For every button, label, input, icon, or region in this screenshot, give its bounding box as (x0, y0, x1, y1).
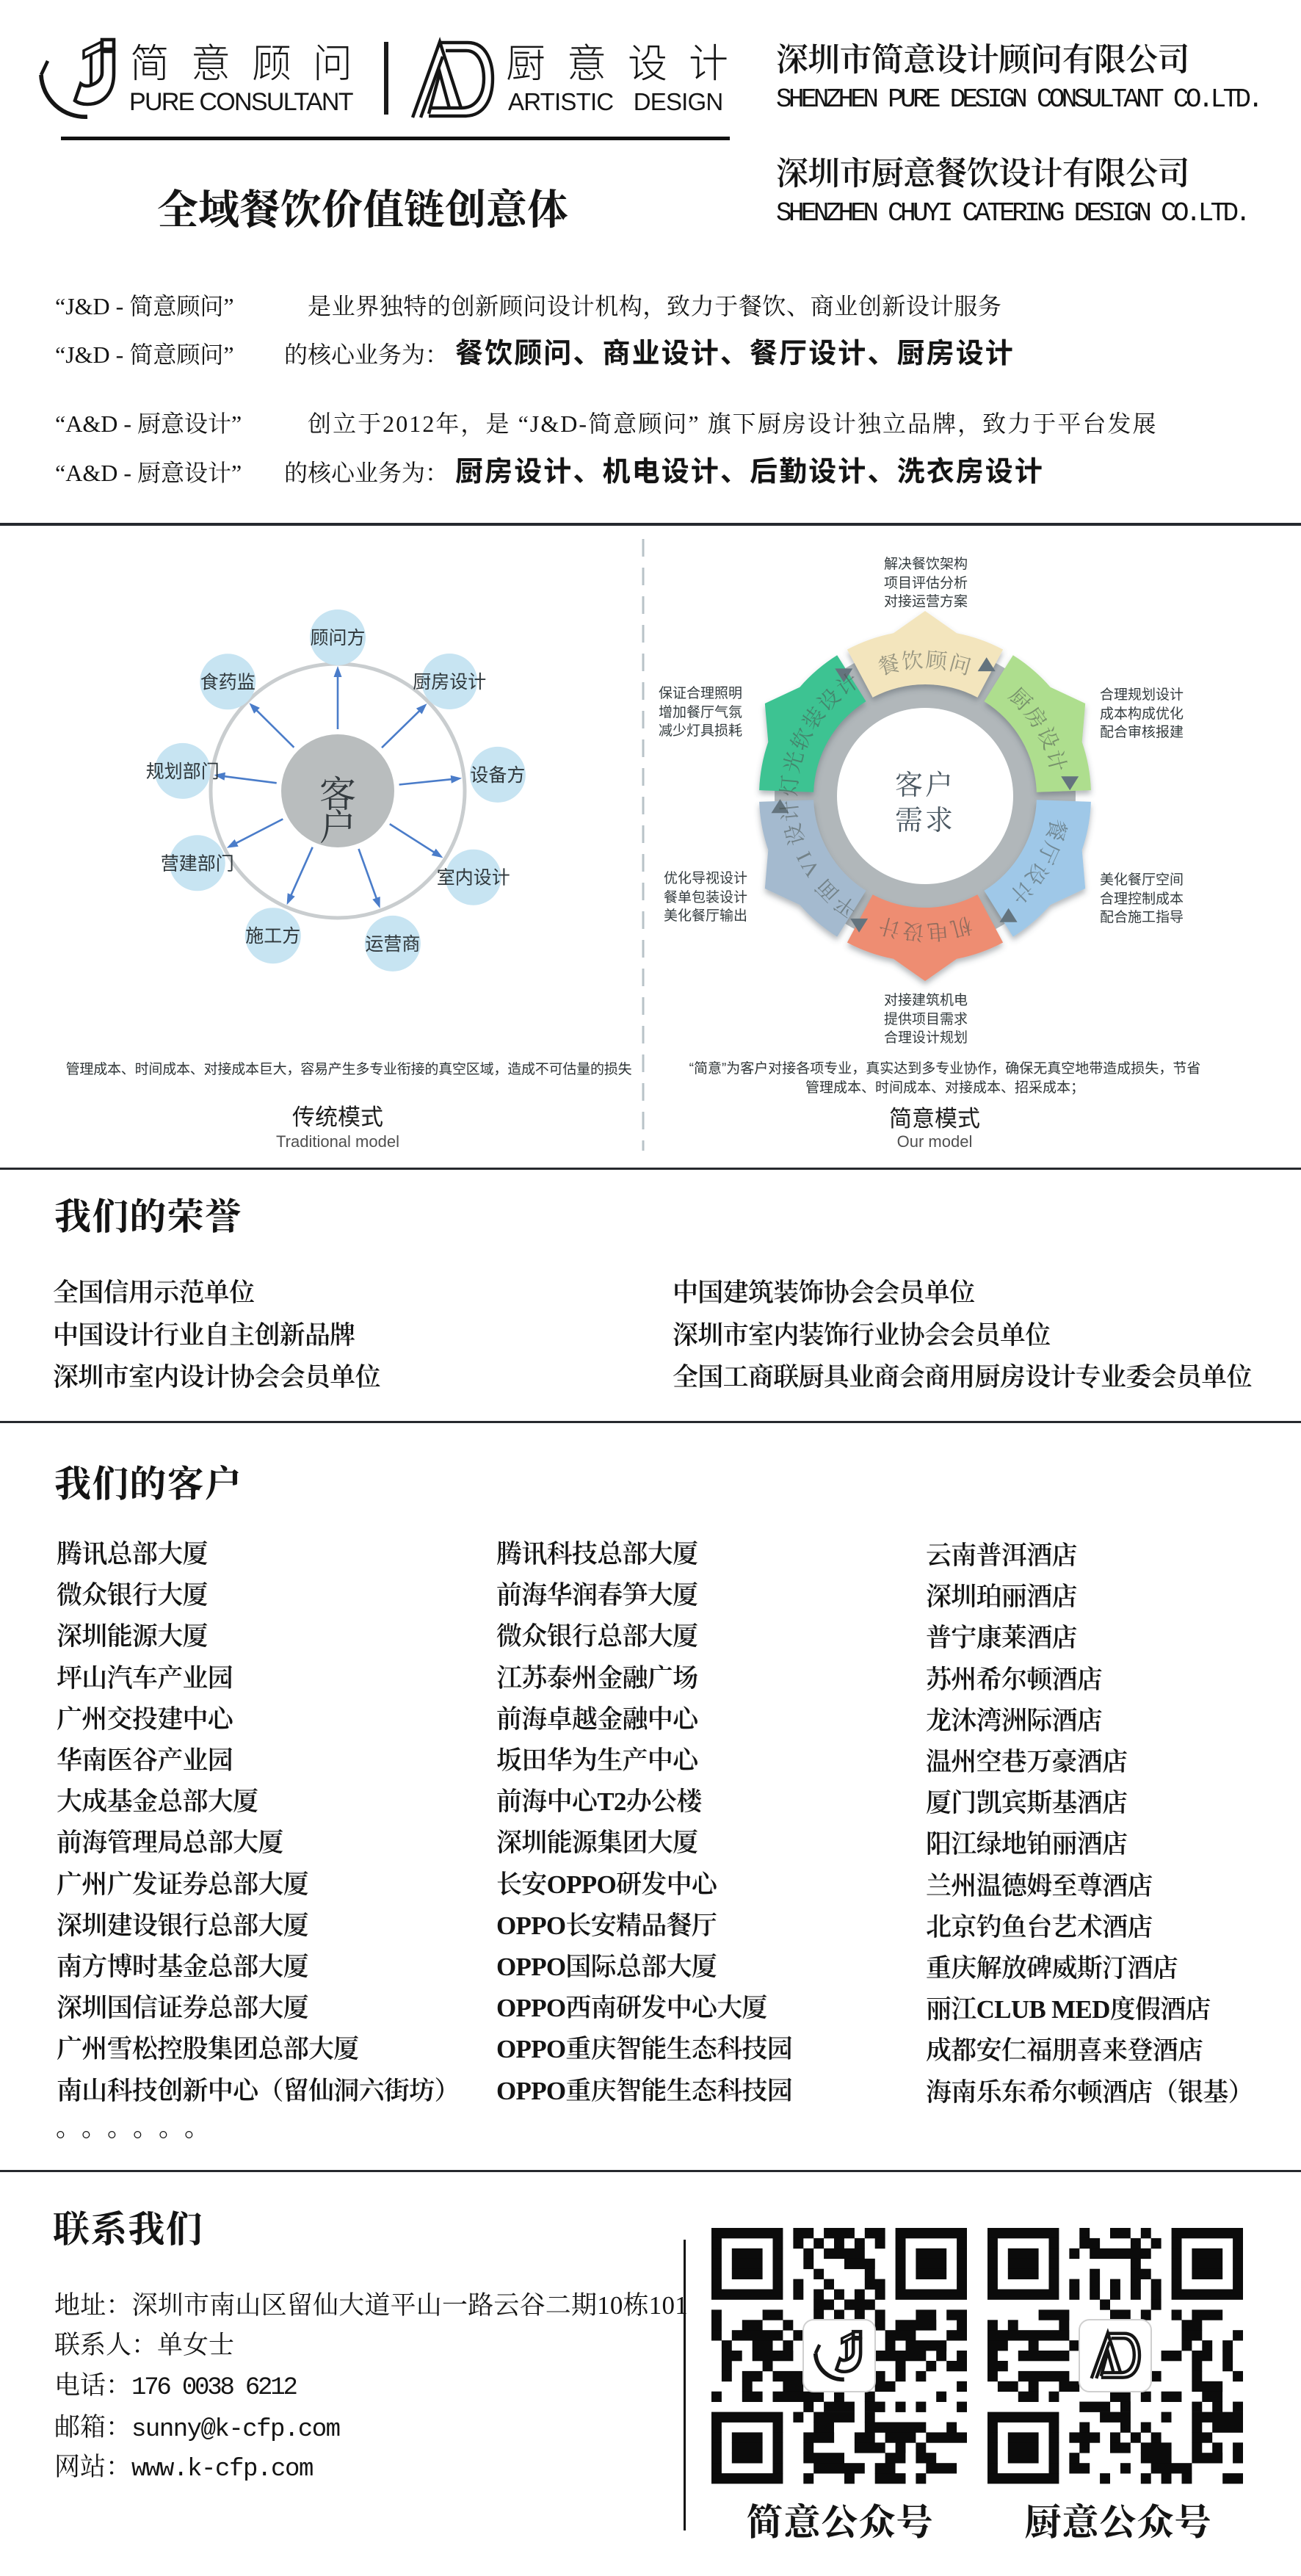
svg-text:设备方: 设备方 (470, 765, 525, 786)
svg-text:客户: 客户 (895, 770, 955, 801)
svg-text:需求: 需求 (895, 806, 955, 836)
svg-text:运营商: 运营商 (365, 934, 420, 955)
svg-text:客: 客 (319, 774, 356, 815)
svg-text:厨房设计: 厨房设计 (413, 672, 486, 692)
svg-text:营建部门: 营建部门 (161, 853, 234, 874)
svg-text:顾问方: 顾问方 (310, 628, 365, 648)
svg-text:户: 户 (319, 807, 356, 848)
svg-text:施工方: 施工方 (245, 926, 300, 947)
svg-text:食药监: 食药监 (200, 672, 256, 692)
svg-text:室内设计: 室内设计 (437, 868, 510, 889)
svg-text:规划部门: 规划部门 (146, 761, 220, 782)
